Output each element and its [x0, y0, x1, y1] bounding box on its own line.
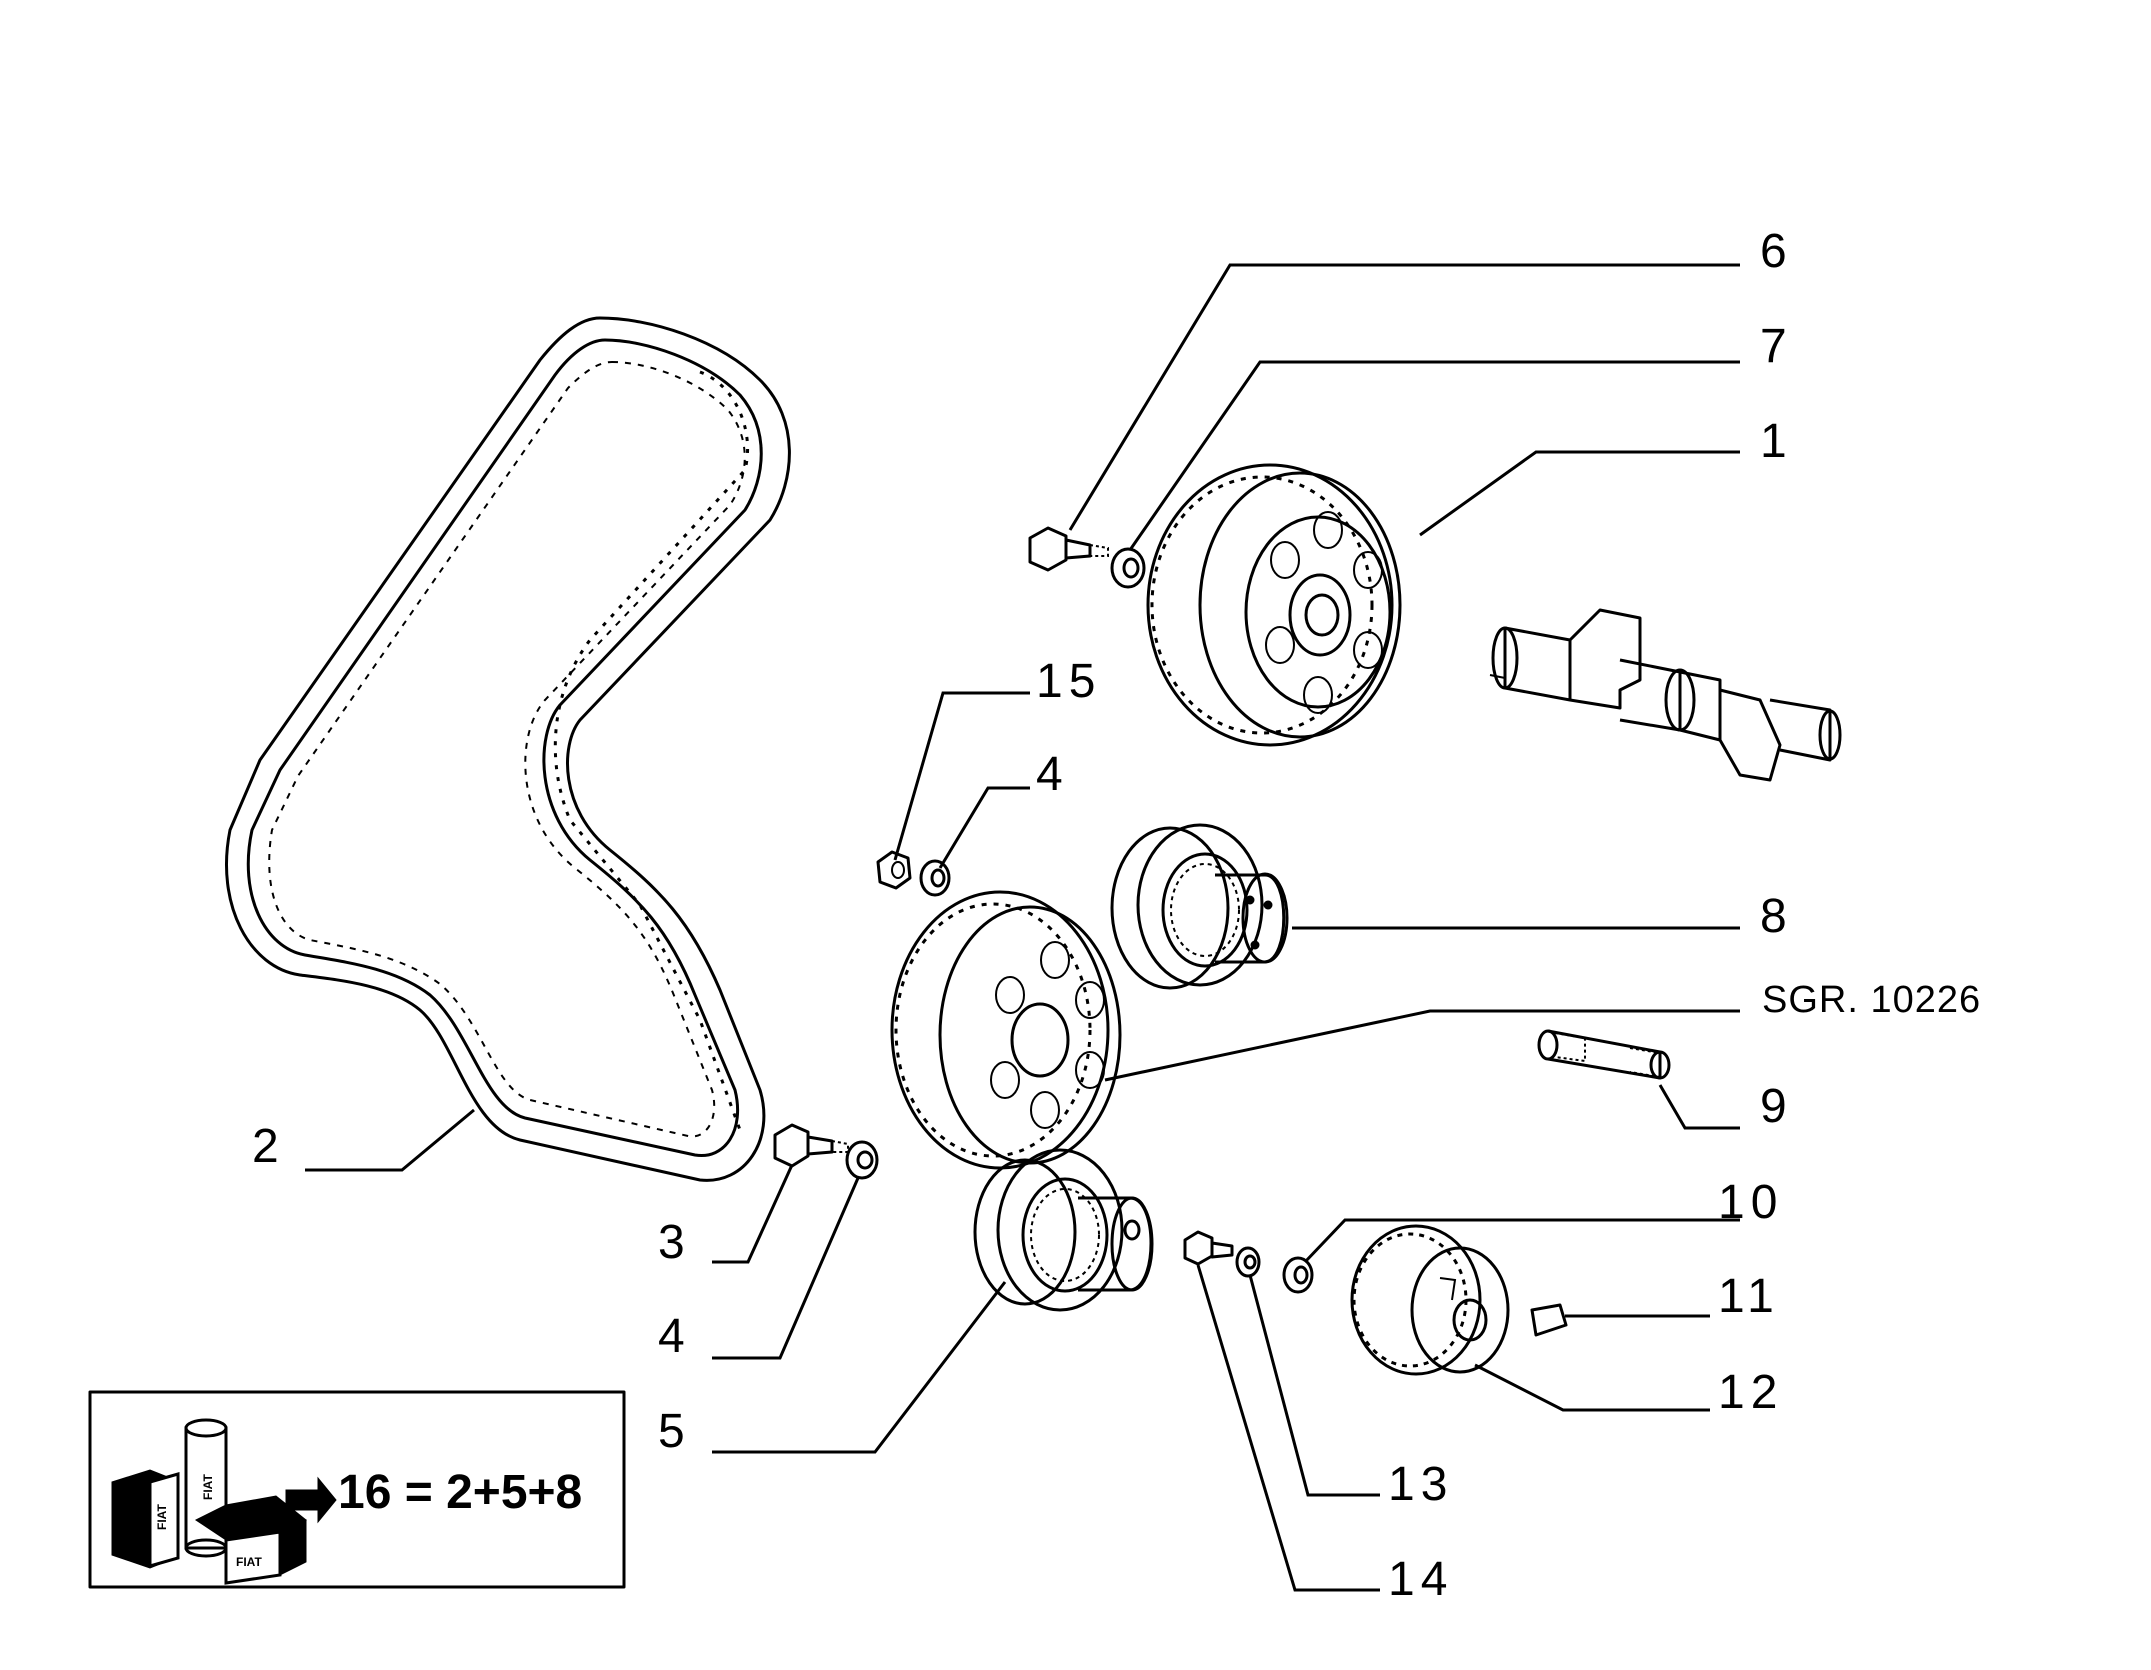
callout-9: 9 — [1760, 1080, 1793, 1133]
callout-5: 5 — [658, 1405, 691, 1458]
woodruff-key — [1530, 1303, 1568, 1337]
callout-13: 13 — [1388, 1458, 1453, 1511]
callout-3: 3 — [658, 1216, 691, 1269]
callout-1: 1 — [1760, 415, 1793, 468]
callout-2: 2 — [252, 1120, 285, 1173]
washer-small — [1235, 1246, 1261, 1278]
kit-logo-right: FIAT — [236, 1555, 262, 1569]
callout-4-upper: 4 — [1036, 748, 1069, 801]
callout-12: 12 — [1718, 1366, 1783, 1419]
callout-6: 6 — [1760, 225, 1793, 278]
washer-lower — [845, 1140, 879, 1180]
spacer-washer — [1282, 1256, 1314, 1294]
crankshaft-sprocket — [1350, 1224, 1510, 1376]
camshaft — [1489, 608, 1842, 782]
drive-pulley — [890, 890, 1122, 1170]
stud-bolt — [1537, 1029, 1671, 1080]
callout-labels: 6 7 1 15 4 8 SGR. 10226 9 10 11 12 13 14… — [252, 225, 1981, 1606]
screw-lower — [773, 1123, 849, 1168]
kit-logo-cylinder: FIAT — [201, 1474, 215, 1500]
washer-upper — [919, 859, 951, 897]
callout-8: 8 — [1760, 890, 1793, 943]
callout-14: 14 — [1388, 1553, 1453, 1606]
kit-box: FIAT FIAT FIAT 16 = 2+5+8 — [88, 1390, 626, 1589]
kit-parts-icon: FIAT FIAT FIAT — [111, 1418, 337, 1585]
screw-small — [1183, 1230, 1234, 1266]
callout-4-lower: 4 — [658, 1310, 691, 1363]
callout-10: 10 — [1718, 1176, 1783, 1229]
callout-15: 15 — [1036, 655, 1101, 708]
kit-logo-left: FIAT — [155, 1504, 169, 1530]
drawing-code: SGR. 10226 — [1762, 979, 1981, 1021]
pulley-screw — [1028, 526, 1109, 572]
idler-pulley — [973, 1148, 1154, 1312]
timing-belt — [225, 316, 791, 1182]
callout-11: 11 — [1718, 1270, 1780, 1323]
nut — [876, 850, 912, 890]
callout-7: 7 — [1760, 320, 1793, 373]
camshaft-pulley — [1146, 463, 1402, 747]
kit-formula: 16 = 2+5+8 — [338, 1466, 582, 1519]
leader-lines — [305, 263, 1740, 1592]
tensioner-pulley — [1110, 823, 1289, 990]
pulley-washer — [1110, 547, 1146, 589]
